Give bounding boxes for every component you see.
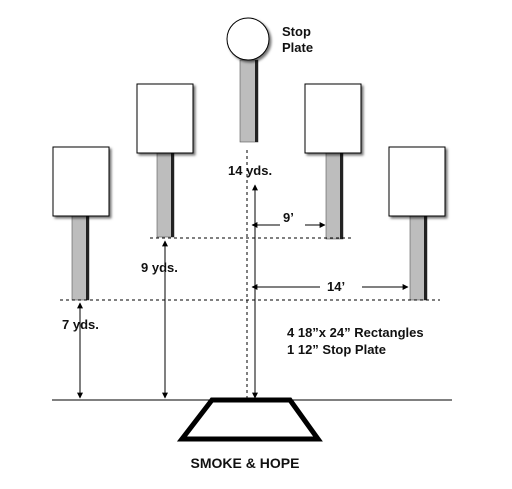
rectangle-target-right-near [304,83,362,154]
distance-label-7yds: 7 yds. [62,317,99,332]
rectangle-target-right-far [388,146,446,217]
spacing-label-9ft: 9’ [283,210,294,225]
stand-stop-plate [239,59,259,143]
notes-line1: 4 18”x 24” Rectangles [287,325,424,340]
rectangle-target-left-near [136,83,194,154]
stand-right-near [325,152,344,240]
shooting-box [176,397,323,442]
stand-left-near [156,152,175,238]
notes-line2: 1 12” Stop Plate [287,342,386,357]
stop-plate-label-line1: Stop [282,24,311,39]
stand-left-far [71,215,90,301]
rectangle-target-left-far [52,146,110,217]
distance-label-9yds: 9 yds. [141,260,178,275]
distance-label-14yds: 14 yds. [228,163,272,178]
stage-name-label: SMOKE & HOPE [191,455,300,471]
stop-plate-target [226,17,270,61]
stand-right-far [409,215,428,301]
spacing-label-14ft: 14’ [327,279,345,294]
stop-plate-label-line2: Plate [282,40,313,55]
